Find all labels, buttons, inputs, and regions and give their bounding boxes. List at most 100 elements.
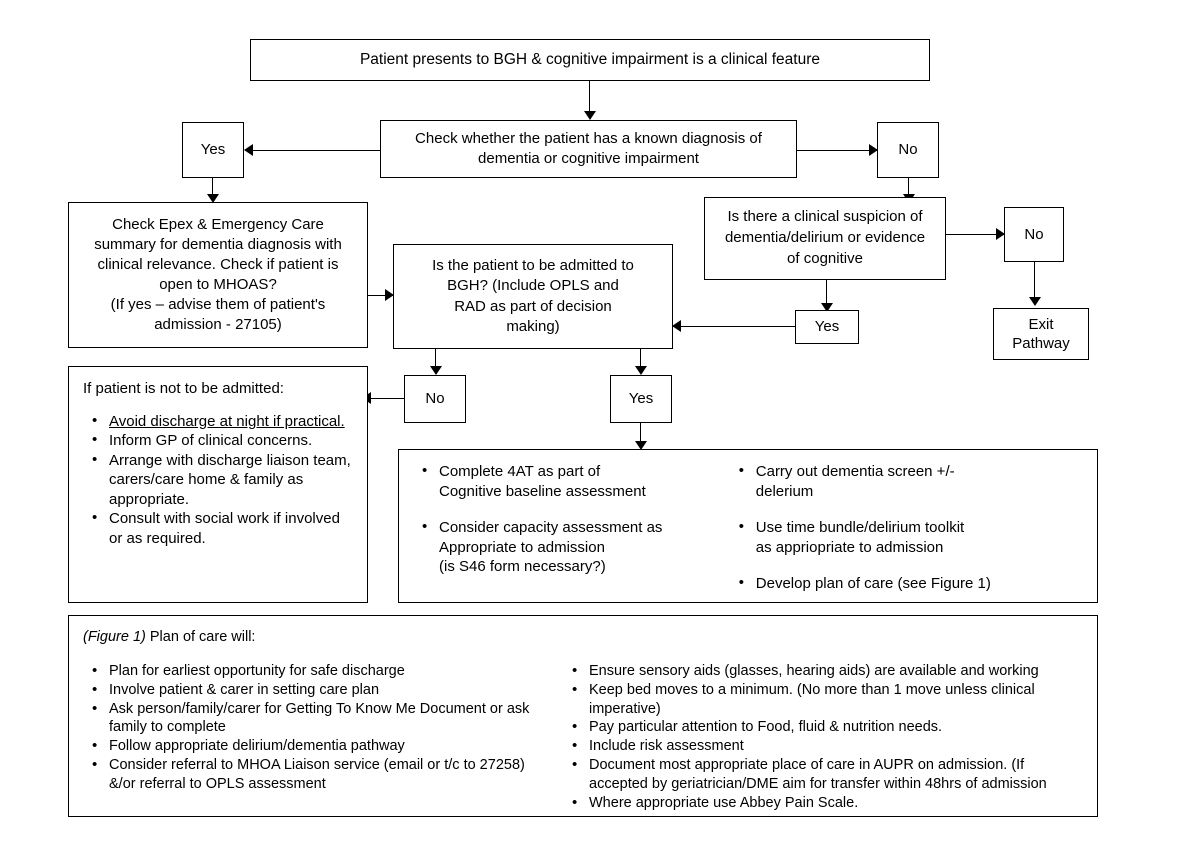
connector-yes-to-epex	[212, 178, 214, 198]
node-no-suspicion-label: No	[1024, 225, 1044, 243]
list-item: Consider referral to MHOA Liaison servic…	[92, 755, 553, 794]
arrowhead-check-to-yes	[244, 144, 253, 156]
action-line: Cognitive baseline assessment	[439, 482, 646, 500]
arrowhead-admit-to-yes	[635, 366, 647, 375]
exit-line: Exit	[1028, 315, 1054, 333]
arrowhead-admit-to-no	[430, 366, 442, 375]
node-admit-yes: Yes	[610, 375, 672, 423]
node-no-known-diagnosis: No	[877, 122, 939, 178]
exit-line: Pathway	[1012, 335, 1070, 352]
list-item: Carry out dementia screen +/- delerium	[739, 461, 1087, 501]
list-item: Inform GP of clinical concerns.	[92, 430, 353, 451]
connector-suspicion-to-yes	[826, 280, 828, 307]
epex-line: (If yes – advise them of patient's	[110, 295, 326, 313]
connector-suspicion-to-no	[946, 234, 1004, 236]
suspicion-line: Is there a clinical suspicion of	[727, 208, 923, 226]
list-item: Where appropriate use Abbey Pain Scale.	[572, 793, 1083, 813]
node-epex-check: Check Epex & Emergency Care summary for …	[68, 202, 368, 348]
list-item: Pay particular attention to Food, fluid …	[572, 717, 1083, 737]
figure-1-label-rest: Plan of care will:	[145, 629, 256, 645]
list-item: Include risk assessment	[572, 736, 1083, 756]
admit-line: RAD as part of decision	[454, 297, 612, 315]
list-item: Keep bed moves to a minimum. (No more th…	[572, 680, 1083, 719]
node-start-label: Patient presents to BGH & cognitive impa…	[359, 50, 821, 68]
connector-admit-to-yes	[640, 349, 642, 370]
epex-line: open to MHOAS?	[159, 276, 277, 293]
arrowhead-no-to-exit	[1029, 297, 1041, 306]
arrowhead-check-to-no	[869, 144, 878, 156]
connector-yes-suspicion-to-admit	[680, 326, 795, 328]
node-admit-decision-lines: Is the patient to be admitted to BGH? (I…	[400, 256, 666, 337]
connector-admit-no-to-list	[368, 398, 404, 400]
node-admit-decision: Is the patient to be admitted to BGH? (I…	[393, 244, 673, 349]
epex-line: clinical relevance. Check if patient is	[97, 256, 339, 274]
figure-1-label: (Figure 1)	[83, 629, 146, 645]
node-clinical-suspicion-lines: Is there a clinical suspicion of dementi…	[711, 207, 939, 269]
panel-not-admitted-heading: If patient is not to be admitted:	[83, 380, 284, 397]
node-check-known-diagnosis-label: Check whether the patient has a known di…	[415, 130, 762, 167]
node-yes-known-diagnosis-label: Yes	[200, 141, 226, 159]
node-exit-pathway-lines: Exit Pathway	[1000, 315, 1082, 354]
arrowhead-suspicion-to-yes	[821, 303, 833, 312]
action-line: Use time bundle/delirium toolkit	[755, 519, 965, 536]
arrowhead-suspicion-to-no	[996, 228, 1005, 240]
connector-no-to-exit	[1034, 262, 1036, 301]
panel-figure-1: (Figure 1) Plan of care will: Plan for e…	[68, 615, 1098, 817]
list-item: Arrange with discharge liaison team, car…	[92, 450, 353, 510]
node-check-known-diagnosis: Check whether the patient has a known di…	[380, 120, 797, 178]
epex-line: admission - 27105)	[154, 315, 282, 333]
node-exit-pathway: Exit Pathway	[993, 308, 1089, 360]
node-no-known-diagnosis-label: No	[898, 141, 918, 159]
action-line: delerium	[755, 482, 814, 500]
connector-check-to-no	[797, 150, 877, 152]
panel-admitted-actions: Complete 4AT as part of Cognitive baseli…	[398, 449, 1098, 603]
list-item: Complete 4AT as part of Cognitive baseli…	[422, 461, 730, 501]
admitted-actions-left-column: Complete 4AT as part of Cognitive baseli…	[413, 461, 730, 611]
admitted-actions-right-column: Carry out dementia screen +/- delerium U…	[730, 461, 1087, 611]
arrowhead-yes-to-epex	[207, 194, 219, 203]
node-yes-suspicion-label: Yes	[814, 318, 840, 336]
node-no-suspicion: No	[1004, 207, 1064, 262]
connector-admit-to-no	[435, 349, 437, 370]
list-item: Follow appropriate delirium/dementia pat…	[92, 736, 553, 756]
connector-admit-yes-to-actions	[640, 423, 642, 445]
list-item: Ask person/family/carer for Getting To K…	[92, 699, 553, 738]
node-admit-no-label: No	[425, 390, 445, 408]
action-line: Appropriate to admission	[439, 538, 605, 556]
node-clinical-suspicion: Is there a clinical suspicion of dementi…	[704, 197, 946, 280]
list-item: Plan for earliest opportunity for safe d…	[92, 661, 553, 681]
admit-line: making)	[506, 317, 560, 335]
list-item: Document most appropriate place of care …	[572, 755, 1083, 794]
admit-line: Is the patient to be admitted to	[432, 257, 634, 274]
node-yes-known-diagnosis: Yes	[182, 122, 244, 178]
node-admit-yes-label: Yes	[628, 390, 654, 408]
admit-line: BGH? (Include OPLS and	[447, 277, 619, 295]
epex-line: Check Epex & Emergency Care	[112, 216, 324, 234]
action-line: (is S46 form necessary?)	[439, 558, 606, 575]
arrowhead-yes-suspicion-to-admit	[672, 320, 681, 332]
action-line: Complete 4AT as part of	[439, 463, 601, 480]
suspicion-line: of cognitive	[787, 249, 863, 267]
node-admit-no: No	[404, 375, 466, 423]
connector-epex-to-admit	[368, 295, 394, 297]
list-item: Consult with social work if involved or …	[92, 508, 353, 548]
list-item: Consider capacity assessment as Appropri…	[422, 517, 730, 577]
figure-1-heading: (Figure 1) Plan of care will:	[83, 628, 1083, 647]
figure-1-right-list: Ensure sensory aids (glasses, hearing ai…	[563, 661, 1083, 813]
action-line: Carry out dementia screen +/-	[755, 463, 955, 480]
admitted-actions-right-list: Carry out dementia screen +/- delerium U…	[730, 461, 1087, 594]
not-admitted-item-underlined: Avoid discharge at night if practical.	[109, 412, 345, 430]
not-admitted-list: Avoid discharge at night if practical. I…	[83, 411, 353, 549]
arrowhead-admit-yes-to-actions	[635, 441, 647, 450]
arrowhead-epex-to-admit	[385, 289, 394, 301]
admitted-actions-left-list: Complete 4AT as part of Cognitive baseli…	[413, 461, 730, 577]
list-item: Involve patient & carer in setting care …	[92, 680, 553, 700]
list-item: Ensure sensory aids (glasses, hearing ai…	[572, 661, 1083, 681]
figure-1-left-column: Plan for earliest opportunity for safe d…	[83, 661, 563, 813]
figure-1-left-list: Plan for earliest opportunity for safe d…	[83, 661, 553, 794]
action-line: Develop plan of care (see Figure 1)	[755, 575, 991, 592]
node-epex-check-lines: Check Epex & Emergency Care summary for …	[75, 215, 361, 335]
node-yes-suspicion: Yes	[795, 310, 859, 344]
connector-no-to-suspicion	[908, 178, 910, 198]
